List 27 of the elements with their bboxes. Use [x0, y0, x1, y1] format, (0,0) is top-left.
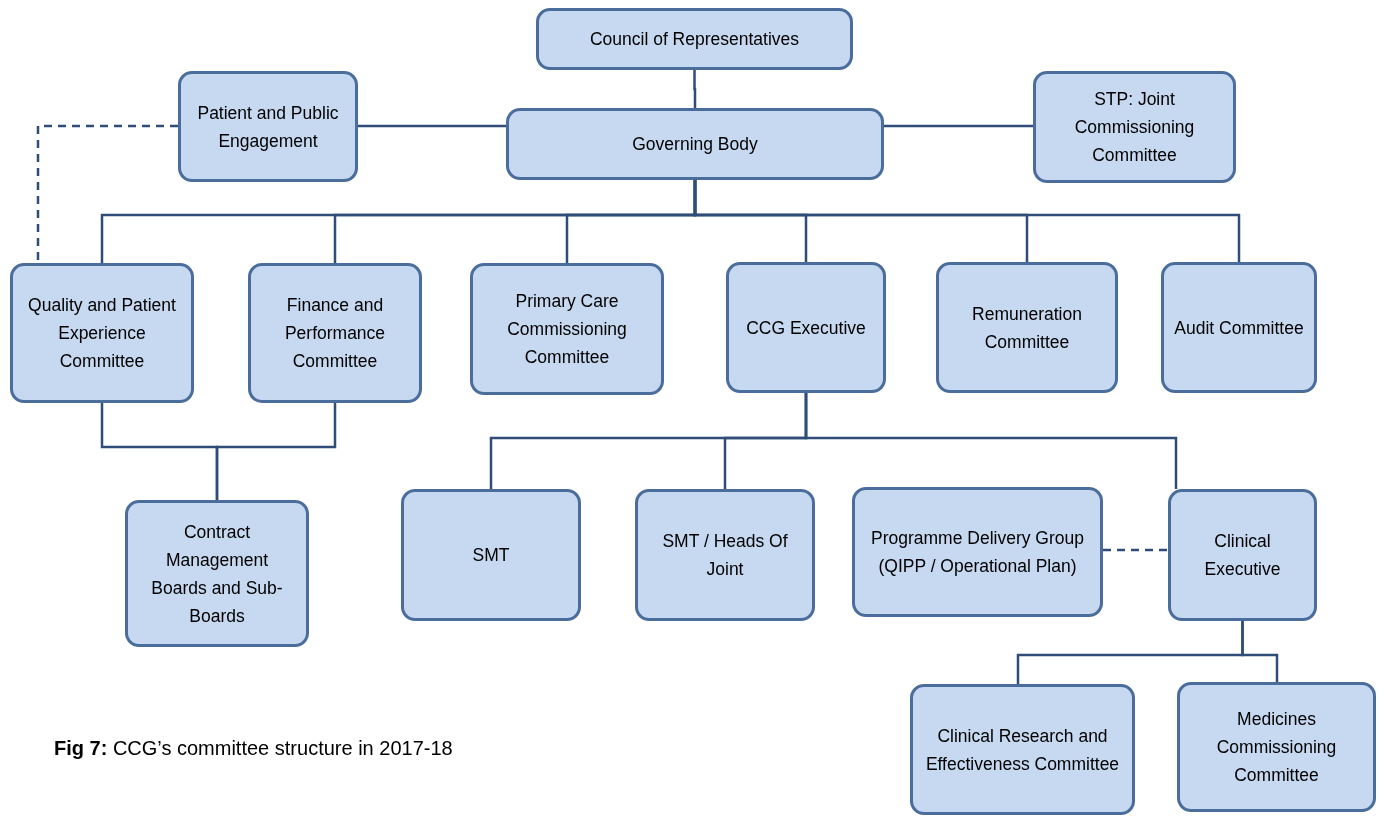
- connector-line: [215, 403, 337, 500]
- committee-box: CCG Executive: [726, 262, 886, 393]
- committee-box: Council of Representatives: [536, 8, 853, 70]
- connector-line: [1241, 621, 1279, 682]
- caption: Fig 7: CCG’s committee structure in 2017-18: [54, 736, 453, 761]
- committee-box: Programme Delivery Group (QIPP / Operational Plan): [852, 487, 1103, 617]
- committee-box: Patient and Public Engagement: [178, 71, 358, 182]
- connector-line: [693, 70, 697, 108]
- connector-line: [358, 124, 506, 128]
- connector-line: [1103, 548, 1168, 552]
- committee-box: Finance and Performance Committee: [248, 263, 422, 403]
- connector-line: [804, 393, 1178, 489]
- connector-line: [693, 180, 1241, 262]
- committee-box: Primary Care Commissioning Committee: [470, 263, 664, 395]
- committee-box: Quality and Patient Experience Committee: [10, 263, 194, 403]
- committee-box: Governing Body: [506, 108, 884, 180]
- committee-box: Clinical Executive: [1168, 489, 1317, 621]
- committee-box: SMT: [401, 489, 581, 621]
- committee-box: Medicines Commissioning Committee: [1177, 682, 1376, 812]
- committee-box: Audit Committee: [1161, 262, 1317, 393]
- committee-box: Remuneration Committee: [936, 262, 1118, 393]
- connector-line: [884, 124, 1033, 128]
- connector-line: [36, 124, 178, 263]
- committee-box: STP: Joint Commissioning Committee: [1033, 71, 1236, 183]
- committee-box: SMT / Heads Of Joint: [635, 489, 815, 621]
- committee-box: Clinical Research and Effectiveness Committee: [910, 684, 1135, 815]
- committee-box: Contract Management Boards and Sub-Boards: [125, 500, 309, 647]
